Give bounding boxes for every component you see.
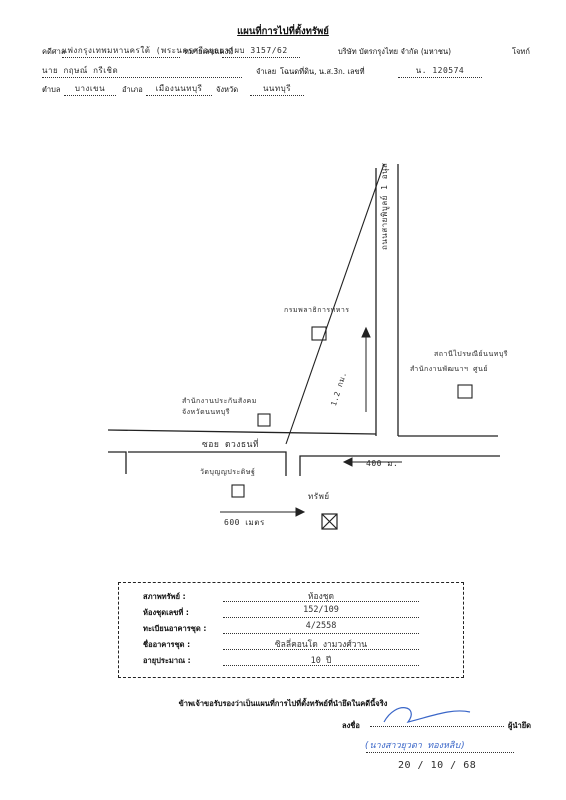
sign-role: ผู้นำยึด <box>508 721 531 730</box>
case-number-value: ผบ 3157/62 <box>222 44 300 58</box>
property-marker <box>321 513 338 530</box>
district-value: เมืองนนทบุรี <box>146 82 212 96</box>
info-label-type: สภาพทรัพย์ : <box>143 592 186 601</box>
info-label-registration: ทะเบียนอาคารชุด : <box>143 624 207 633</box>
defendant-role: จำเลย <box>256 67 277 76</box>
landmark-development-label: สำนักงานพัฒนาฯ ศูนย์ <box>410 365 488 373</box>
signature-scribble <box>383 707 471 723</box>
landmark-box-social-security <box>257 413 271 427</box>
info-label-unit: ห้องชุดเลขที่ : <box>143 608 189 617</box>
info-value-age: 10 ปี <box>223 653 419 666</box>
info-value-building: ซิลลี่คอนโด งามวงศ์วาน <box>223 637 419 650</box>
district-label: อำเภอ <box>122 85 143 94</box>
distance-bottom-label: 600 เมตร <box>224 518 265 527</box>
sign-label: ลงชื่อ <box>342 721 360 730</box>
landmark-temple-label: วัดบุญญประดิษฐ์ <box>200 468 256 476</box>
info-row-building: ชื่ออาคารชุด : <box>143 639 190 653</box>
certification-text: ข้าพเจ้าขอรับรองว่าเป็นแผนที่การไปที่ตั้… <box>178 699 388 708</box>
info-value-registration: 4/2558 <box>223 621 419 634</box>
info-row-unit: ห้องชุดเลขที่ : <box>143 607 189 621</box>
court-value: แพ่งกรุงเทพมหานครใต้ (พระนครศรีอยุธยา) <box>62 44 234 58</box>
defendant-value: นาย กฤษณ์ กรีเชิด <box>42 64 242 78</box>
soi-lower-edge-left <box>108 451 127 474</box>
landmark-box-postoffice <box>457 384 473 399</box>
plaintiff-label: โจทก์ <box>512 47 530 56</box>
info-value-type: ห้องชุด <box>223 589 419 602</box>
landmark-social-security-label: สำนักงานประกันสังคม <box>182 397 257 405</box>
company-name: บริษัท บัตรกรุงไทย จำกัด (มหาชน) <box>338 47 452 56</box>
info-row-registration: ทะเบียนอาคารชุด : <box>143 623 206 637</box>
soi-lower-edge-mid <box>128 451 287 476</box>
landmark-box-temple <box>231 484 245 498</box>
sign-line <box>370 726 504 727</box>
soi-lower-edge-right <box>299 455 500 476</box>
distance-right-label: 400 ม. <box>366 459 399 468</box>
info-label-age: อายุประมาณ : <box>143 656 191 665</box>
property-info-box: สภาพทรัพย์ : ห้องชุด ห้องชุดเลขที่ : 152… <box>118 582 464 678</box>
province-label: จังหวัด <box>216 85 239 94</box>
soi-upper-edge-left <box>107 429 377 435</box>
diagonal-road <box>285 163 385 445</box>
subdistrict-value: บางเขน <box>64 82 116 96</box>
landmark-military-label: กรมพลาธิการทหาร <box>284 306 350 314</box>
arrow-vertical-head <box>361 326 371 338</box>
province-value: นนทบุรี <box>250 82 304 96</box>
info-row-age: อายุประมาณ : <box>143 655 191 669</box>
document-title: แผนที่การไปที่ตั้งทรัพย์ <box>237 26 329 37</box>
landmark-box-military <box>311 326 327 341</box>
soi-label: ซอย ดวงธนที่ <box>202 440 260 450</box>
subdistrict-label: ตำบล <box>42 85 61 94</box>
case-number-label: หมายเลขแดงที่ <box>184 47 234 56</box>
deed-label: โฉนดที่ดิน, น.ส.3ก. เลขที่ <box>280 67 365 76</box>
arrow-right-head <box>342 457 353 467</box>
sign-date: 20 / 10 / 68 <box>398 760 477 771</box>
landmark-postoffice-label: สถานีไปรษณีย์นนทบุรี <box>434 350 509 358</box>
arrow-bottom-head <box>295 507 306 517</box>
signer-name: (นางสาวยุวดา ทองหลิบ) <box>364 741 466 751</box>
property-label: ทรัพย์ <box>308 492 330 501</box>
main-road-label: ถนนสายพิบูลย์ 1 อนุส <box>380 162 389 250</box>
info-value-unit: 152/109 <box>223 605 419 618</box>
landmark-province-label: จังหวัดนนทบุรี <box>182 408 230 416</box>
info-row-type: สภาพทรัพย์ : <box>143 591 186 605</box>
case-label: คดีศาล <box>42 47 66 56</box>
info-label-building: ชื่ออาคารชุด : <box>143 640 191 649</box>
name-line <box>366 752 514 753</box>
deed-value: น. 120574 <box>398 64 482 78</box>
